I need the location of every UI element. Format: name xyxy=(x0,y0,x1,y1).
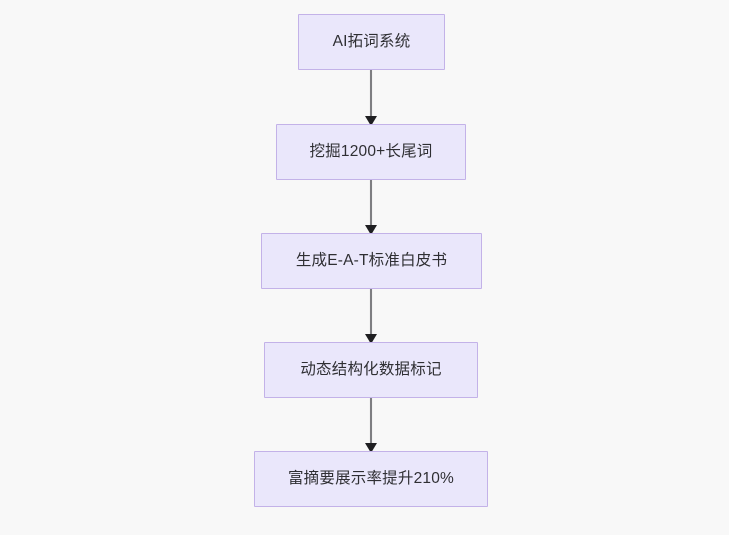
flow-node-label: 动态结构化数据标记 xyxy=(300,361,442,379)
flow-node-label: AI拓词系统 xyxy=(332,33,411,51)
arrowhead-icon xyxy=(365,334,377,344)
arrowhead-icon xyxy=(365,225,377,235)
flow-node-ai-expansion-system[interactable]: AI拓词系统 xyxy=(298,14,445,70)
flow-node-label: 生成E-A-T标准白皮书 xyxy=(295,252,448,270)
arrowhead-icon xyxy=(365,116,377,126)
flow-node-rich-snippet-impression-lift[interactable]: 富摘要展示率提升210% xyxy=(254,451,488,507)
flow-node-dynamic-structured-data-markup[interactable]: 动态结构化数据标记 xyxy=(264,342,478,398)
flow-node-generate-eat-whitepaper[interactable]: 生成E-A-T标准白皮书 xyxy=(261,233,482,289)
edge-n4-n5 xyxy=(363,398,379,458)
flow-node-label: 富摘要展示率提升210% xyxy=(287,470,455,488)
flow-node-mine-longtail-keywords[interactable]: 挖掘1200+长尾词 xyxy=(276,124,466,180)
arrowhead-icon xyxy=(365,443,377,453)
edge-n3-n4 xyxy=(363,289,379,349)
edge-n1-n2 xyxy=(363,70,379,130)
flow-node-label: 挖掘1200+长尾词 xyxy=(309,143,433,161)
edge-n2-n3 xyxy=(363,180,379,240)
